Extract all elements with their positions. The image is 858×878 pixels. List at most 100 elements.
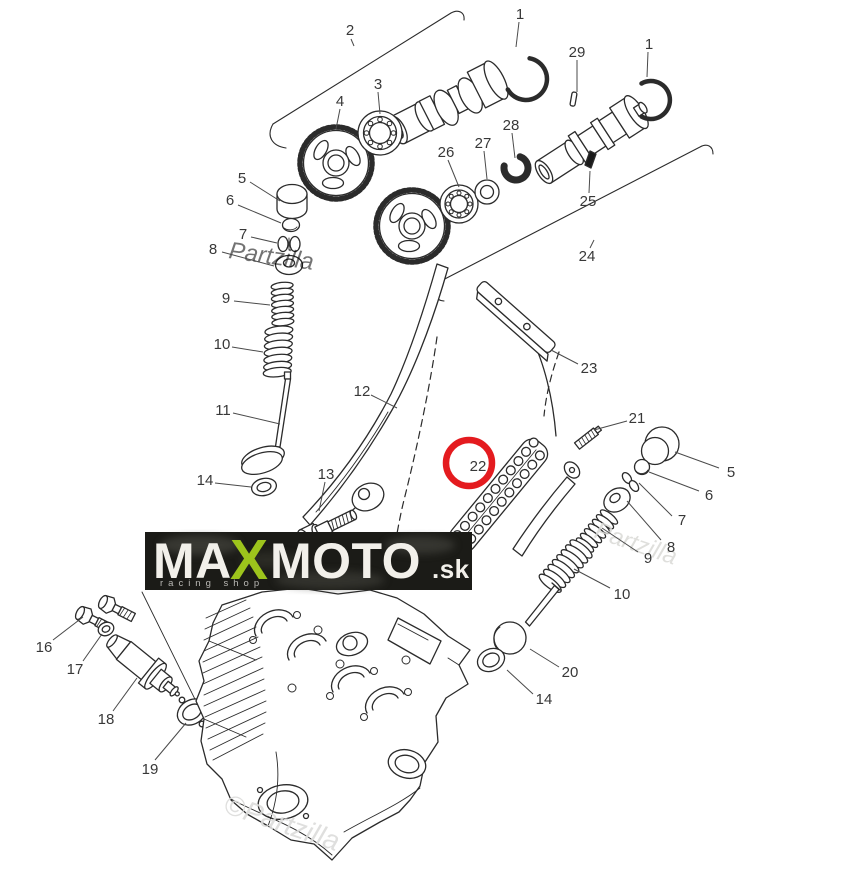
leader-line-10 bbox=[573, 568, 611, 589]
tensioner-bolt-16b bbox=[97, 594, 136, 623]
leader-line-20 bbox=[529, 648, 560, 668]
maxmoto-logo: MA X MOTO .sk racing shop bbox=[145, 528, 472, 592]
part-number-13: 13 bbox=[318, 466, 335, 483]
decomp-lever bbox=[512, 461, 581, 557]
leader-line-6 bbox=[648, 471, 700, 492]
cam-bearing-3 bbox=[357, 110, 403, 156]
part-number-24: 24 bbox=[579, 248, 596, 265]
logo-text-sk: .sk bbox=[432, 554, 470, 584]
leader-line-19 bbox=[154, 722, 187, 761]
part-number-18: 18 bbox=[98, 711, 115, 728]
valve-11 bbox=[241, 371, 292, 476]
leader-line-11 bbox=[232, 412, 281, 425]
head-bolt-holes bbox=[249, 611, 412, 721]
part-number-19: 19 bbox=[142, 761, 159, 778]
inner-spring-9-left bbox=[270, 281, 295, 327]
part-number-2: 2 bbox=[346, 22, 354, 39]
spring-retainer-8-right bbox=[603, 487, 631, 513]
highlight-circle-part-22 bbox=[442, 436, 496, 490]
leader-line-7 bbox=[250, 236, 278, 244]
cooling-fins bbox=[202, 599, 267, 761]
leader-line-12 bbox=[370, 394, 398, 409]
leader-line-5 bbox=[249, 181, 281, 202]
valve-seal-14-right bbox=[476, 647, 506, 673]
cam-chain-path-dashed bbox=[392, 336, 560, 557]
part-number-8: 8 bbox=[209, 241, 217, 258]
leader-line-1 bbox=[646, 51, 649, 78]
part-number-9: 9 bbox=[222, 290, 230, 307]
leader-line-7 bbox=[638, 482, 673, 517]
outer-spring-10-left bbox=[262, 325, 294, 378]
tensioner-body-18 bbox=[106, 634, 180, 697]
part-number-23: 23 bbox=[581, 360, 598, 377]
leader-line-18 bbox=[112, 677, 138, 712]
leader-line-1 bbox=[515, 21, 520, 48]
leader-line-17 bbox=[82, 633, 103, 662]
pin-29 bbox=[569, 91, 578, 107]
guide-pivot-eye bbox=[340, 482, 385, 521]
leader-line-2 bbox=[350, 38, 355, 47]
logo-text-ma: MA bbox=[153, 533, 232, 589]
part-number-4: 4 bbox=[336, 93, 344, 110]
logo-tagline: racing shop bbox=[160, 578, 264, 589]
leader-line-27 bbox=[483, 150, 488, 180]
shim-6-left bbox=[281, 217, 301, 233]
leader-line-28 bbox=[511, 132, 516, 159]
part-number-1: 1 bbox=[516, 6, 524, 23]
part-number-22: 22 bbox=[470, 458, 487, 475]
valve-20 bbox=[493, 582, 561, 655]
dowel-25 bbox=[584, 150, 597, 169]
part-number-16: 16 bbox=[36, 639, 53, 656]
part-number-1: 1 bbox=[645, 36, 653, 53]
part-number-27: 27 bbox=[475, 135, 492, 152]
part-number-6: 6 bbox=[226, 192, 234, 209]
part-number-11: 11 bbox=[215, 402, 231, 419]
leader-line-9 bbox=[233, 300, 271, 306]
part-number-29: 29 bbox=[569, 44, 586, 61]
part-number-17: 17 bbox=[67, 661, 84, 678]
part-number-5: 5 bbox=[238, 170, 246, 187]
cylinder-head bbox=[195, 587, 471, 861]
shim-6-right bbox=[633, 458, 651, 476]
tappet-5-right bbox=[640, 426, 680, 466]
chain-damper-23 bbox=[476, 280, 556, 362]
part-number-10: 10 bbox=[614, 586, 631, 603]
rear-camshaft bbox=[534, 95, 649, 185]
leader-line-8 bbox=[221, 251, 275, 267]
leader-line-9 bbox=[601, 527, 639, 553]
chain-guide-12 bbox=[302, 263, 449, 526]
leader-line-26 bbox=[447, 159, 460, 188]
inner-spring-9-right bbox=[575, 509, 619, 553]
valve-seal-14-left bbox=[250, 477, 278, 497]
leader-line-5 bbox=[674, 451, 720, 469]
cam-sprocket-rear bbox=[373, 187, 451, 265]
part-number-10: 10 bbox=[214, 336, 231, 353]
part-number-7: 7 bbox=[678, 512, 686, 529]
leader-line-10 bbox=[231, 346, 264, 353]
leader-line-8 bbox=[626, 500, 662, 541]
part-number-9: 9 bbox=[644, 550, 652, 567]
logo-text-x: X bbox=[230, 528, 269, 592]
part-number-14: 14 bbox=[536, 691, 553, 708]
leader-line-24 bbox=[589, 239, 595, 249]
part-number-14: 14 bbox=[197, 472, 214, 489]
part-number-26: 26 bbox=[438, 144, 455, 161]
part-number-25: 25 bbox=[580, 193, 597, 210]
part-number-3: 3 bbox=[374, 76, 382, 93]
circlip-1-left bbox=[505, 56, 550, 103]
part-number-20: 20 bbox=[562, 664, 579, 681]
part-number-7: 7 bbox=[239, 226, 247, 243]
valve-cotters-7-left bbox=[277, 235, 301, 253]
washer-17 bbox=[97, 621, 115, 637]
leader-line-14 bbox=[214, 482, 252, 488]
cam-saddles bbox=[253, 609, 405, 714]
logo-texture bbox=[160, 535, 455, 589]
part-number-28: 28 bbox=[503, 117, 520, 134]
part-number-6: 6 bbox=[705, 487, 713, 504]
leader-line-25 bbox=[588, 170, 591, 194]
spring-retainer-8-left bbox=[274, 254, 304, 276]
leader-line-6 bbox=[237, 204, 282, 224]
decomp-shaft-21 bbox=[573, 425, 603, 450]
